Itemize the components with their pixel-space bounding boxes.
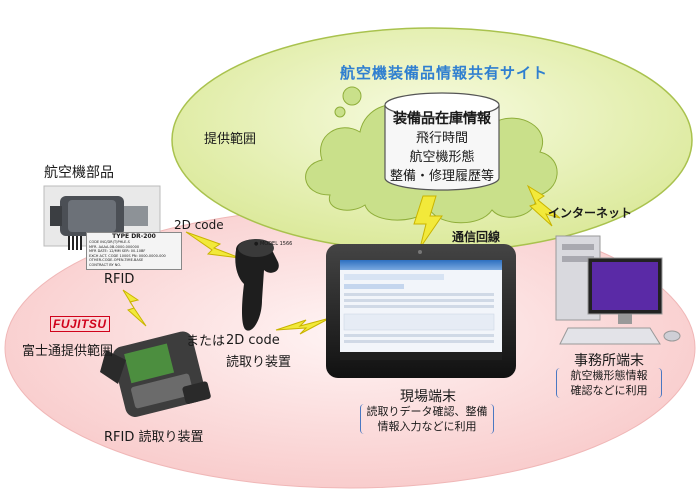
database-item: 整備・修理履歴等 bbox=[389, 169, 494, 184]
fujitsu-scope-label: 富士通提供範囲 bbox=[22, 344, 114, 359]
office-terminal-label: 事務所端末 bbox=[574, 353, 644, 369]
bolt-cloud-office bbox=[526, 184, 561, 227]
nameplate-line: MFR. AAAA-0B-0000-000000 bbox=[89, 244, 140, 249]
comm-line-label: 通信回線 bbox=[452, 230, 501, 244]
office-terminal-note-line: 確認などに利用 bbox=[570, 384, 648, 397]
nameplate-line: CONTRACT BY NO. bbox=[89, 262, 122, 267]
tablet-image bbox=[326, 244, 516, 378]
code-2d-image bbox=[68, 236, 82, 250]
rfid-reader-image bbox=[100, 331, 211, 417]
database-item: 飛行時間 bbox=[415, 131, 468, 146]
code-2d-label: 2D code bbox=[174, 218, 224, 232]
field-terminal-note: 読取りデータ確認、整備 情報入力などに利用 bbox=[360, 404, 494, 434]
nameplate-type: TYPE DR-200 bbox=[112, 233, 156, 240]
barcode-scanner-image bbox=[235, 239, 279, 331]
nameplate-line: CODE INC/DR(T)PHLE-S bbox=[89, 240, 130, 244]
site-scope-label: 提供範囲 bbox=[204, 132, 257, 147]
nameplate-line: MFR DATE: 12/MM SER: 00-10BF bbox=[89, 249, 146, 254]
field-terminal-note-line: 情報入力などに利用 bbox=[377, 420, 477, 433]
scanner-model: ● MODEL 1566 bbox=[254, 241, 293, 247]
rfid-label: RFID bbox=[104, 272, 135, 287]
site-title: 航空機装備品情報共有サイト bbox=[340, 64, 549, 82]
database-item: 航空機形態 bbox=[409, 150, 475, 165]
code2d-reader-code-label: 2D code bbox=[226, 333, 280, 348]
code2d-reader-label: 読取り装置 bbox=[226, 355, 292, 370]
bolt-cloud-tablet bbox=[413, 195, 443, 249]
office-pc-image bbox=[555, 235, 681, 345]
fujitsu-logo: FUJITSU bbox=[50, 316, 110, 332]
field-terminal-label: 現場端末 bbox=[400, 389, 456, 405]
database-icon bbox=[384, 92, 500, 191]
nameplate-line: EXCH ACT. CODE 1000S PN: 0000-0000-000 bbox=[89, 253, 166, 258]
office-terminal-note-line: 航空機形態情報 bbox=[570, 369, 648, 382]
field-terminal-note-line: 読取りデータ確認、整備 bbox=[366, 405, 488, 418]
alt-prefix: または bbox=[186, 334, 226, 349]
nameplate-line: OTHER-CODE-OPEN-TIME-BASE bbox=[89, 258, 144, 263]
office-terminal-note: 航空機形態情報 確認などに利用 bbox=[556, 368, 662, 398]
bolt-rfid-reader bbox=[122, 289, 147, 327]
rfid-reader-label: RFID 読取り装置 bbox=[104, 430, 204, 445]
aircraft-part-label: 航空機部品 bbox=[44, 165, 114, 181]
database-heading: 装備品在庫情報 bbox=[393, 111, 491, 127]
database-content: 装備品在庫情報 飛行時間 航空機形態 整備・修理履歴等 bbox=[384, 110, 500, 186]
internet-label: インターネット bbox=[548, 206, 633, 220]
nameplate: TYPE DR-200 CODE INC/DR(T)PHLE-S MFR. AA… bbox=[86, 232, 182, 270]
